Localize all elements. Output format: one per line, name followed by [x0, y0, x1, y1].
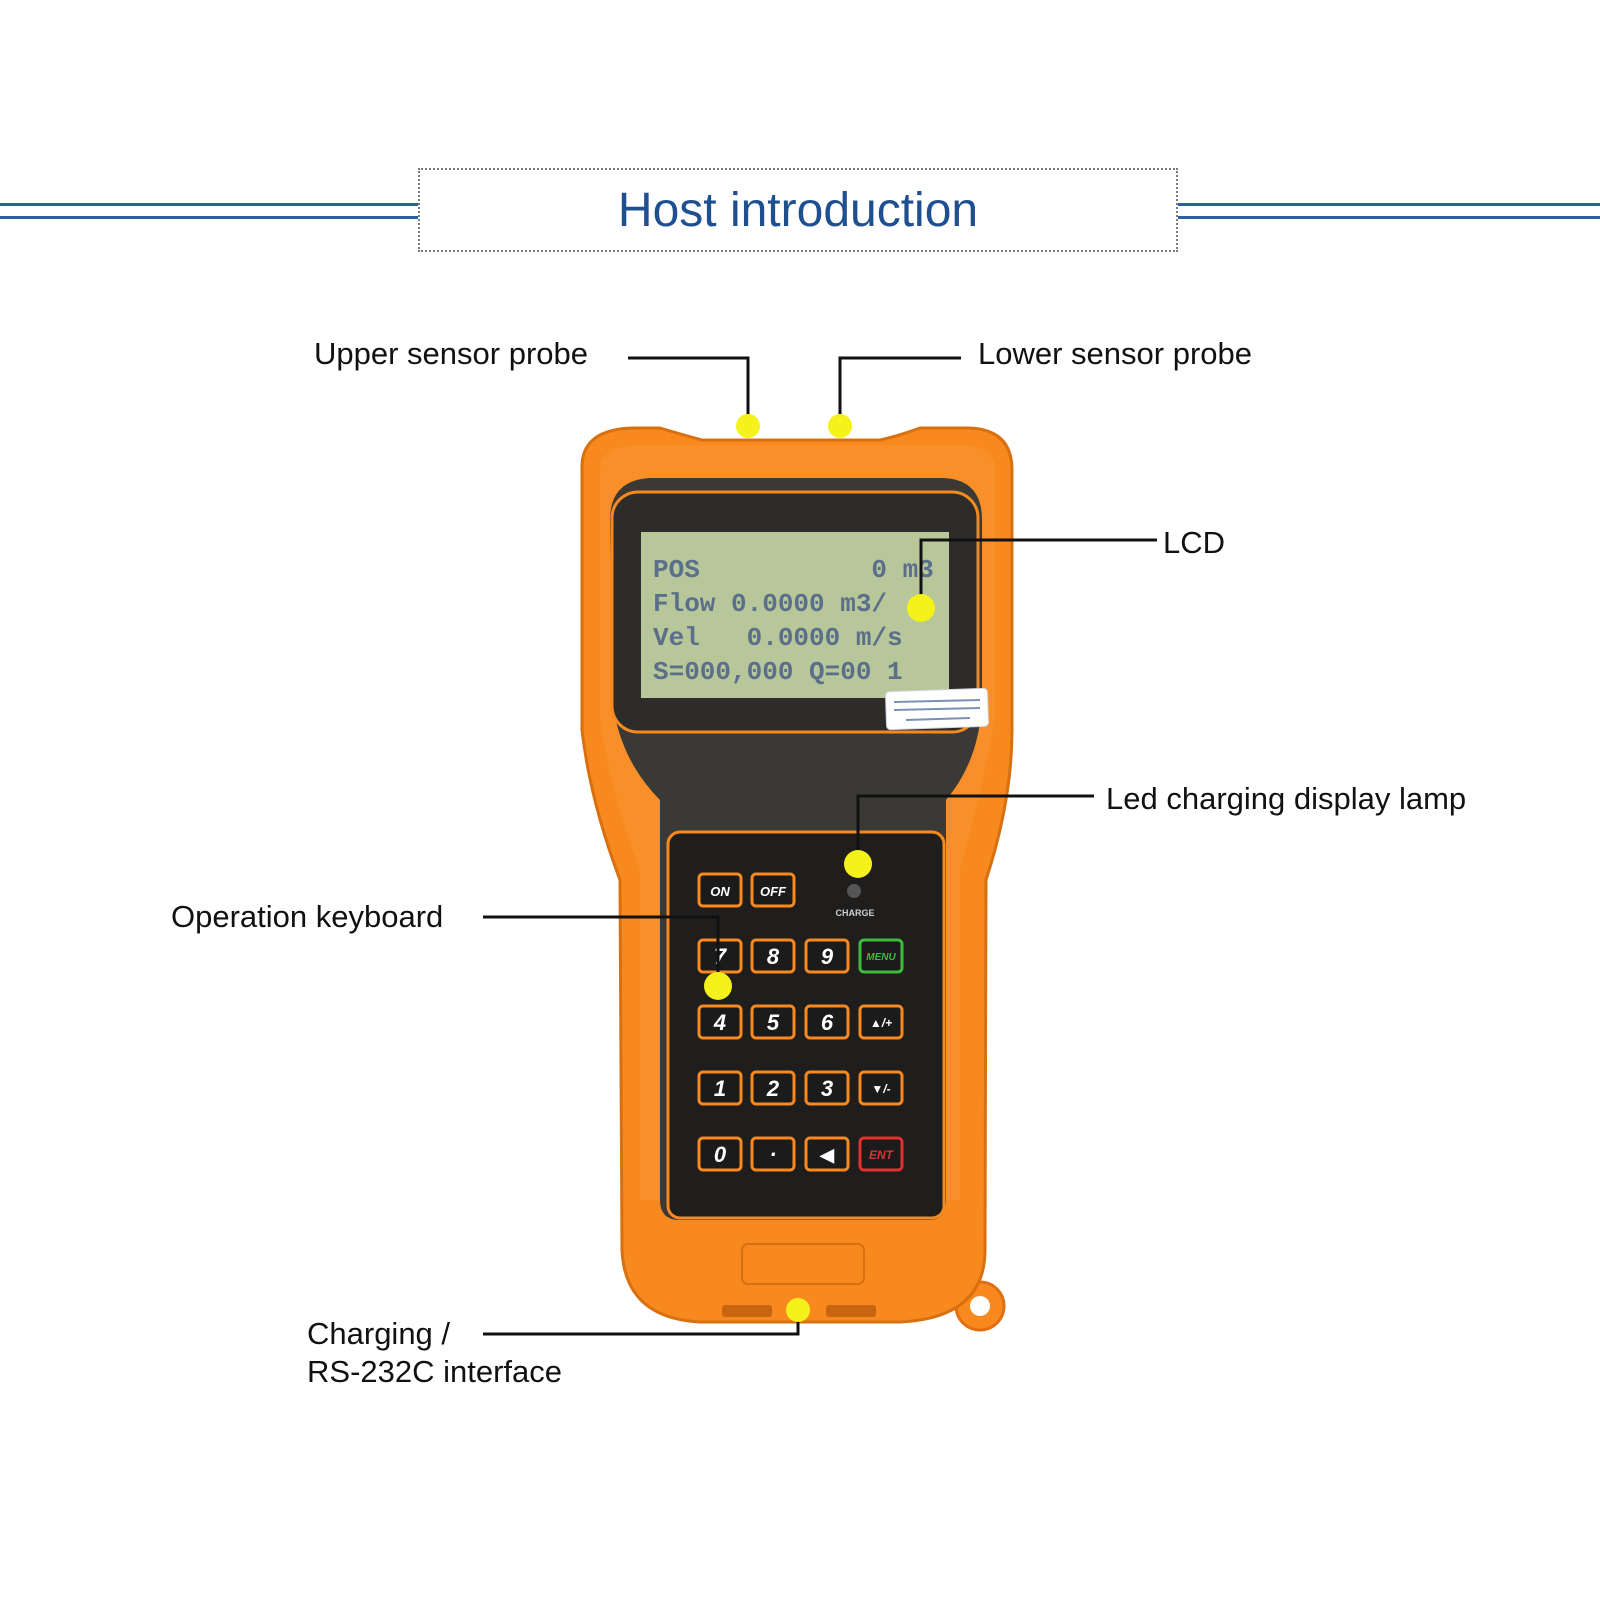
label-led-charging-lamp: Led charging display lamp: [1106, 781, 1467, 816]
key-back-label: ◀: [819, 1145, 835, 1165]
highlight-dot-lower-sensor: [828, 414, 852, 438]
key-menu-label: MENU: [866, 952, 896, 963]
key-up-label: ▲/+: [870, 1016, 892, 1030]
lanyard-ring-hole: [970, 1296, 990, 1316]
highlight-dot-keyboard: [704, 972, 732, 1000]
leader-upper-sensor: [628, 356, 750, 426]
port-slot-left: [722, 1305, 772, 1317]
lcd-screen: [641, 532, 949, 698]
lcd-line-4: S=000,000 Q=00 1: [653, 657, 903, 687]
key-on[interactable]: ON: [697, 872, 743, 908]
sticker-line-1: [893, 699, 981, 703]
key-ent[interactable]: ENT: [858, 1136, 904, 1172]
key-3[interactable]: 3: [804, 1070, 850, 1106]
highlight-dot-upper-sensor: [736, 414, 760, 438]
key-9-label: 9: [821, 944, 834, 969]
key-2[interactable]: 2: [750, 1070, 796, 1106]
label-operation-keyboard: Operation keyboard: [171, 899, 444, 934]
key-4[interactable]: 4: [697, 1004, 743, 1040]
key-8-label: 8: [767, 944, 780, 969]
key-ent-label: ENT: [869, 1148, 895, 1162]
label-charging-line-2: RS-232C interface: [307, 1354, 563, 1389]
key-on-label: ON: [710, 884, 730, 899]
charge-label: CHARGE: [835, 908, 874, 918]
key-4-label: 4: [713, 1010, 726, 1035]
key-0[interactable]: 0: [697, 1136, 743, 1172]
key-7[interactable]: 7: [697, 938, 743, 974]
highlight-dot-led: [844, 850, 872, 878]
key-6-label: 6: [821, 1010, 834, 1035]
lcd-line-1: POS 0 m3: [653, 555, 934, 585]
header-line-right-upper: [1178, 203, 1600, 206]
key-up[interactable]: ▲/+: [858, 1004, 904, 1040]
key-0-label: 0: [714, 1142, 727, 1167]
key-9[interactable]: 9: [804, 938, 850, 974]
key-down-label: ▼/-: [871, 1082, 890, 1096]
key-2-label: 2: [766, 1076, 780, 1101]
key-dot-label: ·: [769, 1142, 776, 1167]
header-line-left-lower: [0, 216, 418, 219]
page-title: Host introduction: [617, 183, 979, 237]
port-slot-right: [826, 1305, 876, 1317]
key-menu[interactable]: MENU: [858, 938, 904, 974]
sticker-line-3: [905, 717, 971, 721]
sticker-line-2: [893, 707, 981, 711]
key-off-label: OFF: [760, 884, 787, 899]
lcd-line-2: Flow 0.0000 m3/: [653, 589, 887, 619]
charge-led: [847, 884, 861, 898]
title-box: Host introduction: [418, 168, 1178, 252]
highlight-dot-lcd: [907, 594, 935, 622]
key-6[interactable]: 6: [804, 1004, 850, 1040]
key-5[interactable]: 5: [750, 1004, 796, 1040]
key-off[interactable]: OFF: [750, 872, 796, 908]
lcd-line-3: Vel 0.0000 m/s: [653, 623, 903, 653]
bottom-grip: [741, 1243, 865, 1285]
key-down[interactable]: ▼/-: [858, 1070, 904, 1106]
key-dot[interactable]: ·: [750, 1136, 796, 1172]
header-line-left-upper: [0, 203, 418, 206]
header-line-right-lower: [1178, 216, 1600, 219]
leader-lower-sensor: [838, 356, 961, 426]
key-5-label: 5: [767, 1010, 780, 1035]
key-7-label: 7: [714, 944, 728, 969]
label-charging-line-1: Charging /: [307, 1316, 451, 1351]
key-1-label: 1: [714, 1076, 726, 1101]
leader-led: [856, 794, 1094, 864]
highlight-dot-charging: [786, 1298, 810, 1322]
leader-keyboard: [483, 915, 720, 986]
key-8[interactable]: 8: [750, 938, 796, 974]
key-3-label: 3: [821, 1076, 833, 1101]
key-back[interactable]: ◀: [804, 1136, 850, 1172]
label-lower-sensor-probe: Lower sensor probe: [978, 336, 1252, 371]
leader-lcd: [919, 538, 1157, 608]
label-lcd: LCD: [1163, 525, 1226, 560]
key-1[interactable]: 1: [697, 1070, 743, 1106]
label-upper-sensor-probe: Upper sensor probe: [314, 336, 588, 371]
